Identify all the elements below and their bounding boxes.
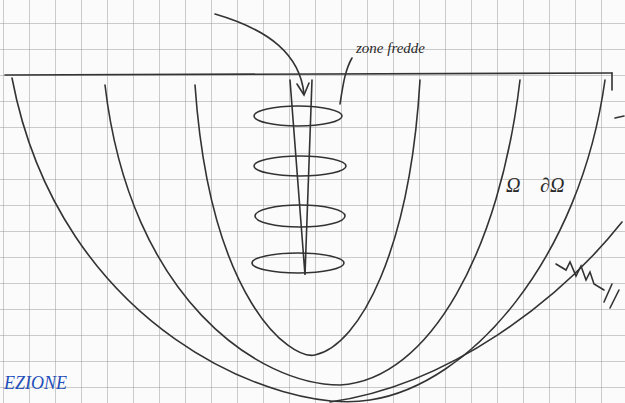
surface-mark	[611, 73, 613, 90]
zone-label: zone fredde	[356, 40, 425, 57]
domain-curves	[5, 14, 624, 402]
probe	[290, 80, 312, 275]
surface-tick	[615, 116, 624, 118]
resistor-symbol	[556, 262, 604, 290]
section-label: EZIONE	[4, 374, 67, 394]
cold-zone	[254, 106, 342, 126]
probe-arrow	[215, 14, 304, 94]
cold-zone	[255, 205, 345, 227]
outer-curve	[12, 78, 605, 402]
cold-zone	[252, 253, 344, 273]
domain-label: Ω	[506, 174, 520, 196]
ground-mark	[604, 284, 619, 308]
surface-line	[5, 73, 612, 75]
boundary-curve	[330, 222, 622, 402]
inner-curve	[195, 80, 420, 355]
cold-zone	[254, 156, 346, 176]
boundary-label: ∂Ω	[540, 174, 564, 196]
arrow-head	[297, 83, 309, 95]
leader-line	[340, 58, 352, 104]
middle-curve	[105, 80, 520, 385]
